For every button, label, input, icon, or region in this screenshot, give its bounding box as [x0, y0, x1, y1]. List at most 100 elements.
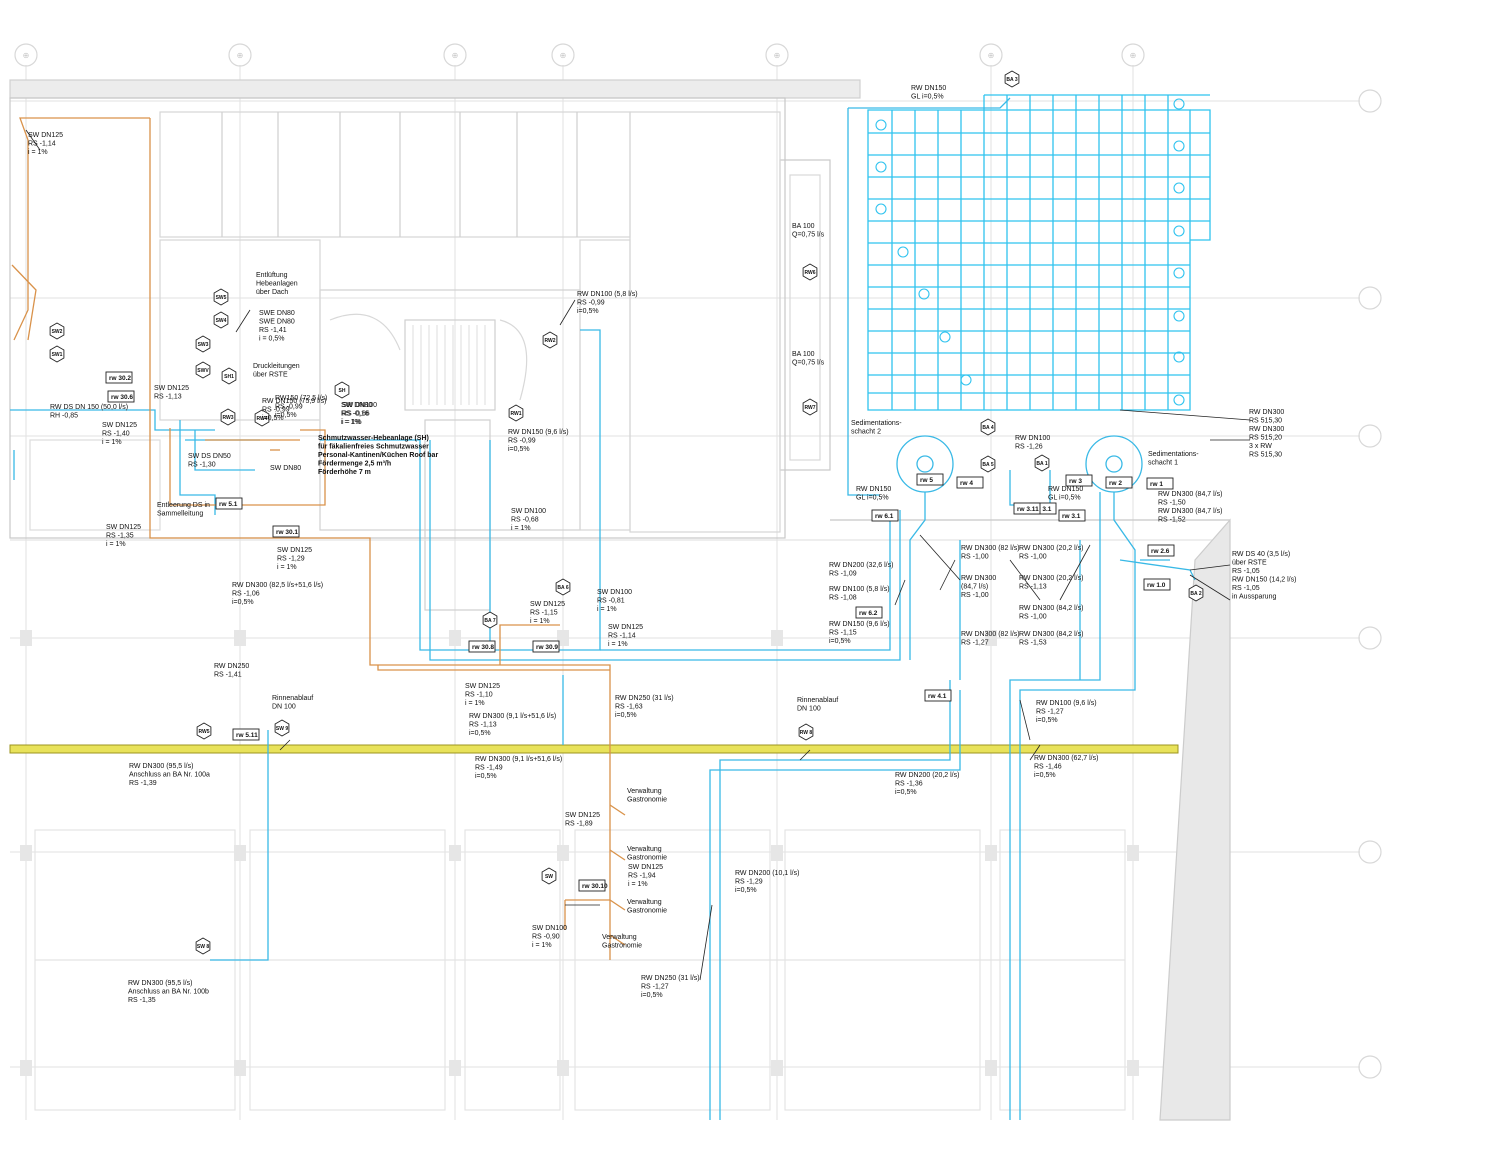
marker-label: SW4 [216, 318, 227, 324]
pipe-tag: rw 6.2 [855, 606, 883, 619]
label-line: i = 1% [102, 439, 122, 446]
fitting-marker: RW1 [508, 404, 524, 422]
label-line: für fäkalienfreies Schmutzwasser [318, 444, 429, 451]
label-line: RW DN300 [961, 575, 996, 582]
label-line: RS -1,29 [735, 879, 763, 886]
pipe-tag: rw 5.1 [215, 497, 243, 510]
tag-label: rw 6.1 [875, 513, 894, 520]
label-line: SW DN80 [270, 465, 301, 472]
label-line: RS -0,81 [597, 598, 625, 605]
axis-bubble-label: ⊕ [560, 51, 567, 60]
pipe-tag: rw 3.11 [1013, 502, 1041, 515]
label-line: i = 1% [628, 881, 648, 888]
label-line: RS -0,66 [342, 411, 370, 418]
label-line: RS -1,27 [961, 640, 989, 647]
marker-label: SWV [197, 368, 209, 374]
marker-label: BA 2 [1190, 591, 1201, 597]
label-line: RS 515,30 [1249, 418, 1282, 425]
label-line: RW DN300 (82 l/s) [961, 631, 1020, 638]
label-line: Sedimentations- [1148, 451, 1199, 458]
label-line: SW DN125 [565, 812, 600, 819]
label-line: Gastronomie [627, 908, 667, 915]
label-rw-dn300-left: RW DN300 (95,5 l/s)Anschluss an BA Nr. 1… [129, 763, 210, 787]
label-line: SW DN125 [608, 624, 643, 631]
label-line: RW DN200 (20,2 l/s) [895, 772, 959, 779]
tag-label: rw 30.1 [276, 529, 298, 536]
pipe-tag: rw 3.1 [1058, 509, 1086, 522]
label-line: RS -0,99 [275, 404, 303, 411]
label-line: RW DS DN 150 (50,0 l/s) [50, 404, 128, 411]
label-line: i = 1% [511, 525, 531, 532]
label-line: i = 1% [342, 419, 362, 426]
label-rw-dn300-r4: RW DN300 (20,2 l/s)RS -1,13 [1019, 575, 1083, 591]
marker-label: SW [545, 874, 553, 880]
marker-label: SW5 [216, 295, 227, 301]
label-line: SW DN100 [597, 589, 632, 596]
label-line: SWE DN80 [259, 310, 295, 317]
marker-label: SW3 [198, 342, 209, 348]
label-line: Rinnenablauf [272, 695, 313, 702]
label-line: Sedimentations- [851, 420, 902, 427]
label-line: SW DN125 [277, 547, 312, 554]
label-line: GL i=0,5% [1048, 495, 1081, 502]
label-line: Entlüftung [256, 272, 288, 279]
marker-label: RW5 [198, 729, 209, 735]
label-line: Q=0,75 l/s [792, 232, 825, 239]
pipe-tag: rw 30.2 [105, 371, 133, 384]
label-line: Schmutzwasser-Hebeanlage (SH) [318, 435, 429, 442]
label-line: Verwaltung [602, 934, 637, 941]
annotations: Schmutzwasser-Hebeanlage (SH) für fäkalie… [28, 85, 1296, 1004]
label-line: Q=0,75 l/s [792, 360, 825, 367]
label-line: i=0,5% [1034, 772, 1056, 779]
label-line: RS -1,00 [961, 592, 989, 599]
marker-label: SH1 [224, 374, 234, 380]
pipe-tag: rw 3 [1065, 474, 1093, 487]
label-line: RW DN300 (62,7 l/s) [1034, 755, 1098, 762]
marker-label: SW1 [52, 352, 63, 358]
label-line: RW DN250 (31 l/s) [615, 695, 674, 702]
label-rw-left: RW DS DN 150 (50,0 l/s)RH -0,85 [50, 404, 128, 420]
label-line: RS -1,36 [895, 781, 923, 788]
label-line: Verwaltung [627, 899, 662, 906]
marker-label: RW4 [256, 416, 267, 422]
label-line: Gastronomie [627, 797, 667, 804]
label-line: Fördermenge 2,5 m³/h [318, 461, 391, 468]
label-line: i = 1% [106, 541, 126, 548]
axis-bubbles [14, 43, 1382, 1079]
label-line: SW DN125 [154, 385, 189, 392]
marker-label: SW2 [52, 329, 63, 335]
label-line: Gastronomie [627, 855, 667, 862]
tag-label: rw 30.9 [536, 644, 558, 651]
label-rw-dn200-r1: RW DN200 (32,6 l/s)RS -1,09 [829, 562, 893, 578]
grid-columns [891, 94, 1210, 410]
label-line: GL i=0,5% [911, 94, 944, 101]
label-line: Anschluss an BA Nr. 100b [128, 989, 209, 996]
label-line: SW DN125 [102, 422, 137, 429]
retention-tank-grid [867, 94, 1211, 411]
label-line: RS -1,15 [530, 610, 558, 617]
fitting-marker: SW 8 [195, 937, 211, 955]
label-rw-dn300-r5: RW DN300 (84,2 l/s)RS -1,00 [1019, 605, 1083, 621]
label-line: RS -1,35 [106, 533, 134, 540]
label-line: i = 1% [341, 419, 361, 426]
label-line: SW DN125 [28, 132, 63, 139]
pipe-tag: rw 4.1 [924, 689, 952, 702]
marker-label: RW2 [544, 338, 555, 344]
fitting-marker: BA 1 [1034, 454, 1050, 472]
label-line: in Aussparung [1232, 594, 1276, 601]
label-line: RW DN150 (9,6 l/s) [508, 429, 569, 436]
